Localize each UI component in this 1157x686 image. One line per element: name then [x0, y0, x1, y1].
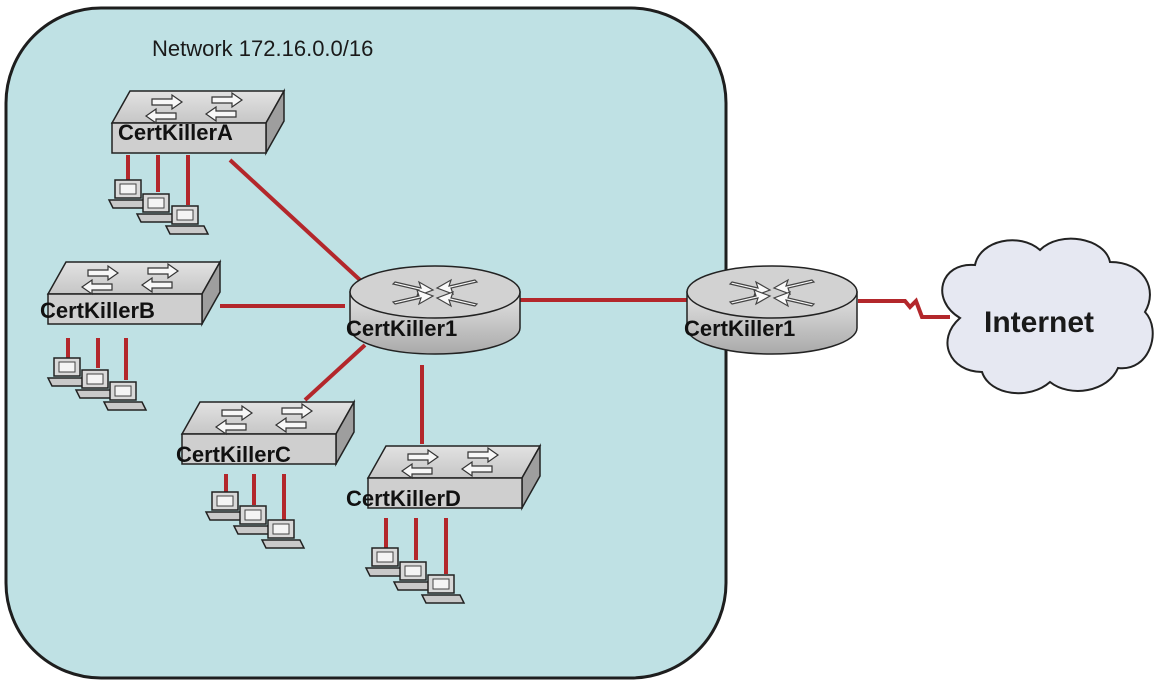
cloud-icon [941, 237, 1154, 395]
router-label-internal: CertKiller1 [346, 316, 458, 341]
switch-label-b: CertKillerB [40, 298, 155, 323]
pc-cables [66, 155, 448, 574]
internet-label: Internet [984, 306, 1095, 339]
network-label: Network 172.16.0.0/16 [152, 36, 374, 61]
switch-label-d: CertKillerD [346, 486, 461, 511]
link-edge-internet [858, 297, 950, 319]
link-c-router [303, 343, 367, 402]
link-a-router [228, 158, 362, 282]
router-label-edge: CertKiller1 [684, 316, 796, 341]
network-links [220, 158, 950, 444]
switch-label-a: CertKillerA [118, 120, 233, 145]
switch-label-c: CertKillerC [176, 442, 291, 467]
